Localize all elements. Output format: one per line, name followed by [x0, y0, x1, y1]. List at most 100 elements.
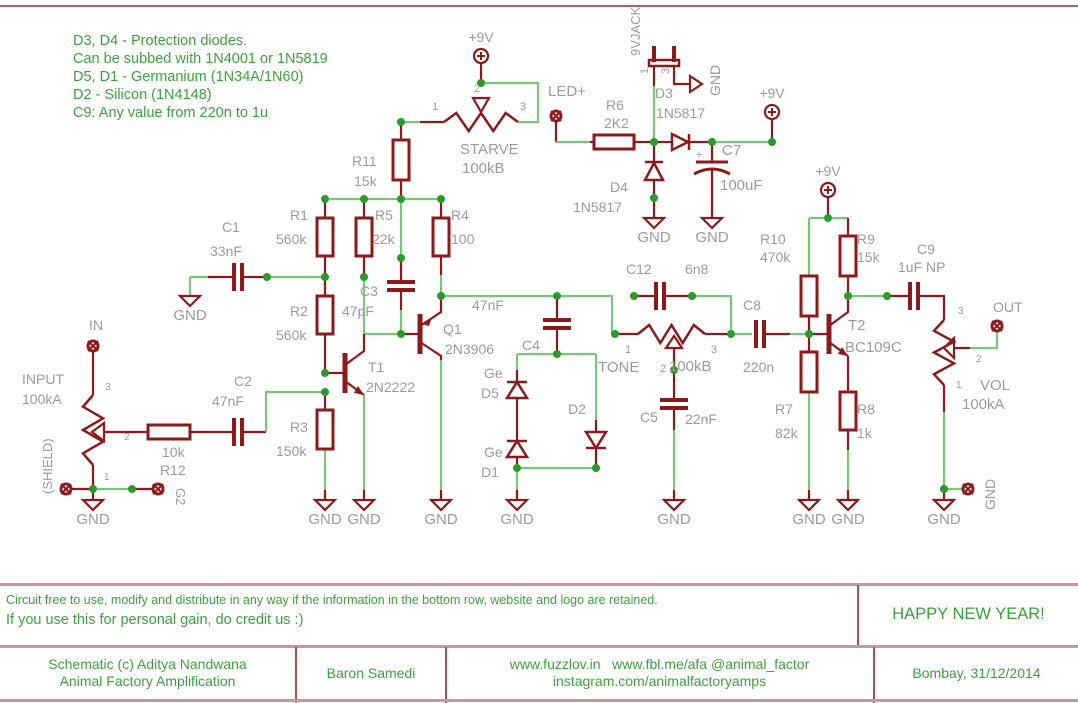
component-label: T1 — [368, 359, 385, 375]
ground-icon — [699, 216, 725, 230]
connector-pad-icon — [152, 483, 164, 495]
component-label: BC109C — [845, 339, 902, 356]
junction-dot — [768, 138, 776, 146]
note-line: Can be subbed with 1N4001 or 1N5819 — [73, 51, 328, 67]
ground-icon — [177, 294, 203, 308]
q1-transistor-arrow — [422, 317, 432, 326]
polarity-mark: + — [696, 149, 702, 161]
component-label: INPUT — [22, 371, 64, 387]
junction-dot — [437, 195, 445, 203]
component-label: 15k — [857, 249, 881, 265]
component-label: 47nF — [472, 297, 504, 313]
component-label: 2 — [474, 83, 480, 95]
title-block: Circuit free to use, modify and distribu… — [0, 583, 1078, 703]
r9-resistor — [838, 234, 858, 278]
wiper-arrow — [663, 334, 685, 350]
title-block-bottom-border — [0, 699, 1078, 702]
t1-transistor-arrow — [354, 386, 364, 395]
note-line: C9: Any value from 220n to 1u — [73, 105, 269, 121]
component-label: 100kB — [462, 160, 505, 177]
supply-label: +9V — [468, 29, 494, 45]
ground-label: GND — [927, 511, 961, 528]
c7-capacitor — [693, 167, 731, 176]
junction-dot — [553, 350, 561, 358]
dc-jack-icon — [647, 58, 681, 68]
r8-resistor — [838, 390, 858, 432]
component-label: C4 — [522, 337, 540, 353]
ground-icon — [835, 498, 861, 512]
ground-label: GND — [173, 307, 207, 324]
component-label: 1 — [432, 101, 438, 113]
component-label: IN — [89, 317, 103, 333]
component-label: R3 — [290, 419, 308, 435]
design-notes: D3, D4 - Protection diodes. Can be subbe… — [73, 32, 328, 122]
component-label: 2 — [976, 354, 982, 365]
component-label: 1N5817 — [656, 105, 705, 121]
ground-label: GND — [308, 511, 342, 528]
component-label: 22nF — [685, 411, 717, 427]
divider — [857, 585, 859, 645]
wiper-arrow — [471, 96, 491, 115]
component-label: 82k — [775, 425, 799, 441]
d3-diode — [670, 131, 691, 153]
wiper-arrow — [90, 420, 106, 444]
component-label: LED+ — [548, 83, 586, 100]
component-label: STARVE — [460, 141, 519, 158]
supply-label: +9V — [759, 85, 785, 101]
ground-icon — [80, 498, 106, 512]
component-label: R1 — [290, 207, 308, 223]
ground-label: GND — [695, 229, 729, 246]
connector-pad-icon — [990, 319, 1004, 333]
t2-transistor-arrow — [838, 347, 848, 356]
junction-dot — [321, 369, 329, 377]
wire — [828, 296, 850, 327]
junction-dot — [321, 273, 329, 281]
component-label: VOL — [980, 377, 1010, 394]
component-label: 100kA — [962, 396, 1005, 413]
d2-diode — [583, 430, 609, 451]
component-label: 560k — [276, 231, 307, 247]
license-text: Circuit free to use, modify and distribu… — [6, 591, 856, 631]
ground-icon — [661, 498, 687, 512]
component-label: 1 — [956, 380, 962, 391]
junction-dot — [650, 138, 658, 146]
supply-icon — [763, 103, 781, 121]
junction-dot — [553, 292, 561, 300]
r6-resistor — [592, 133, 636, 151]
junction-dot — [360, 273, 368, 281]
ground-label: GND — [707, 65, 723, 96]
junction-dot — [128, 485, 136, 493]
links-line-1[interactable]: www.fuzzlov.in www.fbl.me/afa @animal_fa… — [509, 656, 810, 672]
component-label: 1 — [625, 344, 631, 356]
tone-potentiometer — [637, 322, 706, 346]
ground-label: GND — [637, 229, 671, 246]
ground-label: GND — [831, 511, 865, 528]
junction-dot — [89, 485, 97, 493]
component-label: OUT — [993, 299, 1023, 315]
ground-icon — [688, 73, 704, 95]
component-label: TONE — [598, 359, 639, 376]
r10-resistor — [799, 274, 819, 318]
component-label: R9 — [857, 231, 875, 247]
component-label: 2K2 — [604, 115, 629, 131]
component-label: 1N5817 — [573, 199, 622, 215]
component-label: 10k — [162, 444, 186, 460]
divider — [445, 647, 447, 703]
component-label: Q1 — [443, 321, 462, 337]
d1-diode — [504, 438, 530, 459]
divider — [295, 647, 297, 703]
ground-icon — [796, 498, 822, 512]
links-line-2[interactable]: instagram.com/animalfactoryamps — [552, 673, 767, 689]
supply-icon — [472, 47, 490, 65]
title-block-top-border — [0, 583, 1078, 586]
connector-pad-icon — [549, 109, 563, 123]
license-line-2: If you use this for personal gain, do cr… — [6, 612, 304, 628]
junction-dot — [883, 292, 891, 300]
wire — [692, 294, 733, 334]
wire — [264, 390, 325, 432]
component-label: 220n — [743, 359, 774, 375]
wire — [344, 334, 366, 366]
component-label: 15k — [354, 173, 378, 189]
component-label: 100kB — [669, 358, 712, 375]
junction-dot — [397, 254, 405, 262]
